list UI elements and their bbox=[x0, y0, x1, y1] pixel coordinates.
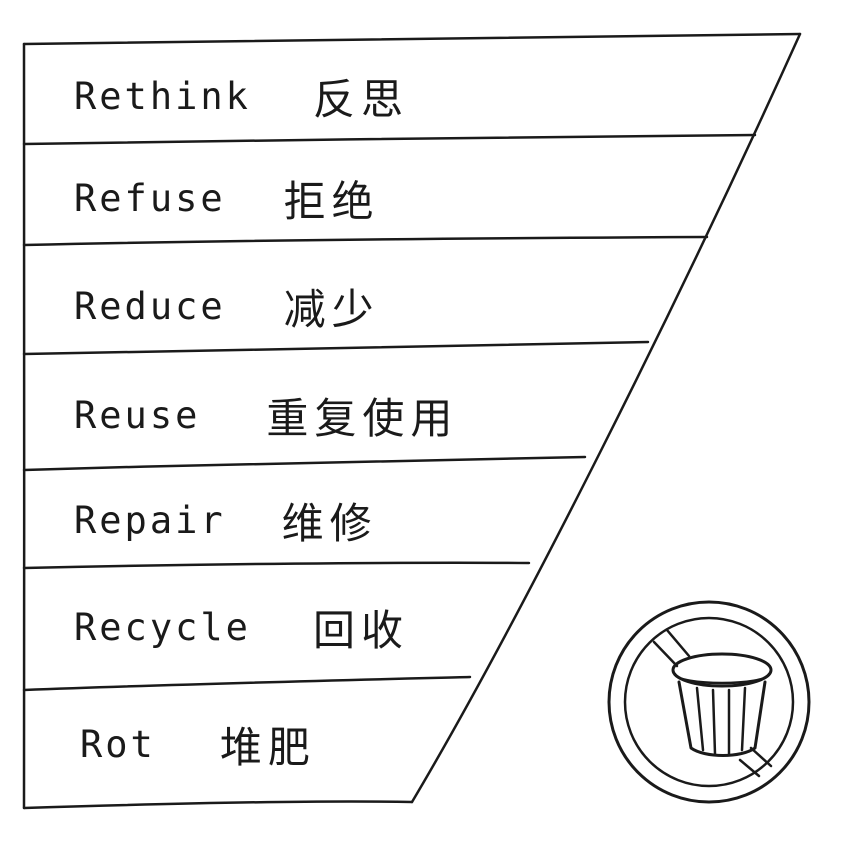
level-english-label: Repair bbox=[74, 498, 226, 542]
level-english-label: Rethink bbox=[74, 74, 251, 118]
level-row-reduce: Reduce 减少 bbox=[74, 276, 380, 336]
level-row-reuse: Reuse 重复使用 bbox=[74, 384, 458, 446]
level-chinese-label: 减少 bbox=[283, 284, 380, 334]
level-row-refuse: Refuse 拒绝 bbox=[74, 168, 380, 228]
level-row-rethink: Rethink 反思 bbox=[74, 66, 409, 126]
level-english-label: Reduce bbox=[74, 284, 226, 328]
level-row-rot: Rot 堆肥 bbox=[80, 714, 316, 774]
level-english-label: Recycle bbox=[74, 605, 251, 649]
divider-line-1 bbox=[22, 133, 757, 146]
level-english-label: Rot bbox=[80, 722, 156, 766]
bottom-edge-line bbox=[22, 800, 414, 810]
level-chinese-label: 堆肥 bbox=[219, 722, 316, 772]
divider-line-4 bbox=[22, 455, 587, 472]
no-trash-can-icon bbox=[605, 598, 815, 808]
level-chinese-label: 反思 bbox=[312, 74, 409, 124]
level-chinese-label: 拒绝 bbox=[283, 176, 380, 226]
slanted-edge-line bbox=[410, 32, 802, 804]
level-chinese-label: 回收 bbox=[312, 605, 409, 655]
level-row-repair: Repair 维修 bbox=[74, 490, 378, 550]
divider-line-6 bbox=[22, 675, 472, 692]
level-chinese-label: 重复使用 bbox=[266, 393, 459, 443]
divider-line-5 bbox=[22, 561, 531, 570]
left-edge-line bbox=[22, 42, 26, 810]
level-row-recycle: Recycle 回收 bbox=[74, 597, 409, 657]
divider-line-2 bbox=[22, 235, 709, 247]
level-chinese-label: 维修 bbox=[281, 498, 378, 548]
level-english-label: Refuse bbox=[74, 176, 226, 220]
divider-line-3 bbox=[22, 340, 650, 356]
level-english-label: Reuse bbox=[74, 393, 201, 437]
top-edge-line bbox=[22, 32, 802, 46]
